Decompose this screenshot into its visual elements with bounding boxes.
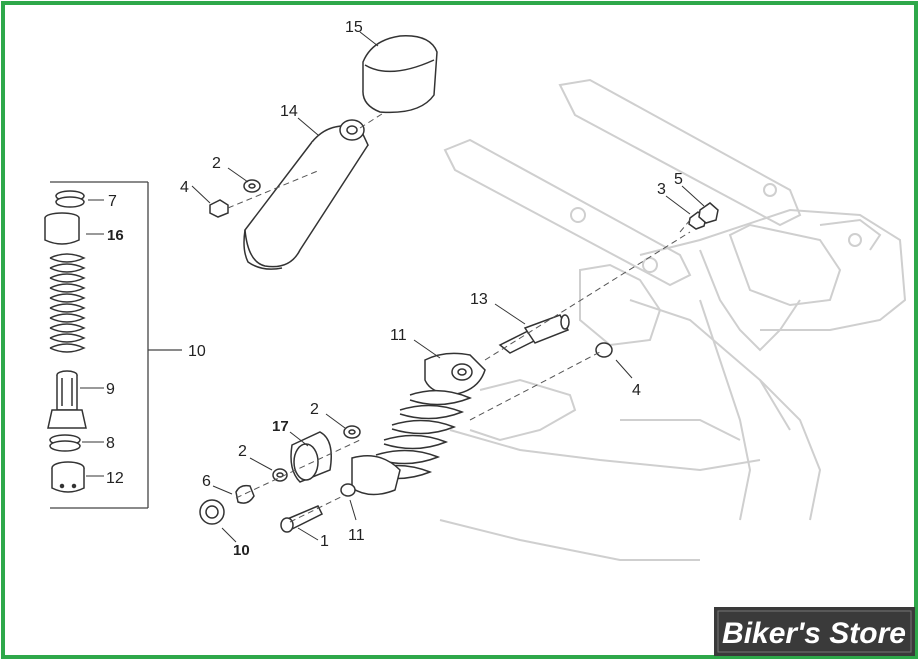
kit-bracket [50,181,182,509]
callout-1: 1 [320,533,329,550]
callout-7: 7 [108,193,117,210]
callout-2: 2 [238,443,247,460]
callout-14: 14 [280,103,298,120]
logo-text: Biker's Store [722,617,906,650]
callout-10: 10 [188,343,206,360]
callout-2: 2 [310,401,319,418]
callout-4: 4 [632,382,641,399]
callout-11: 11 [390,327,407,344]
callout-16: 16 [107,227,124,244]
upper-shock-absorber [243,35,438,270]
callout-5: 5 [674,171,683,188]
frame-ghost [439,78,907,561]
upper-hardware [209,179,719,358]
callout-10: 10 [233,542,250,559]
callout-11: 11 [348,527,365,544]
callout-13: 13 [470,291,488,308]
lower-hardware [199,425,361,533]
callout-17: 17 [272,418,289,435]
kit-components [44,190,87,493]
callout-9: 9 [106,381,115,398]
callout-6: 6 [202,473,211,490]
callout-8: 8 [106,435,115,452]
callout-15: 15 [345,19,363,36]
bikers-store-logo: Biker's Store [714,607,915,656]
callout-3: 3 [657,181,666,198]
callout-2: 2 [212,155,221,172]
callout-12: 12 [106,470,124,487]
leader-lines [80,31,705,543]
callout-4: 4 [180,179,189,196]
assembly-lines [227,111,691,523]
lower-shock-absorber [340,352,486,497]
